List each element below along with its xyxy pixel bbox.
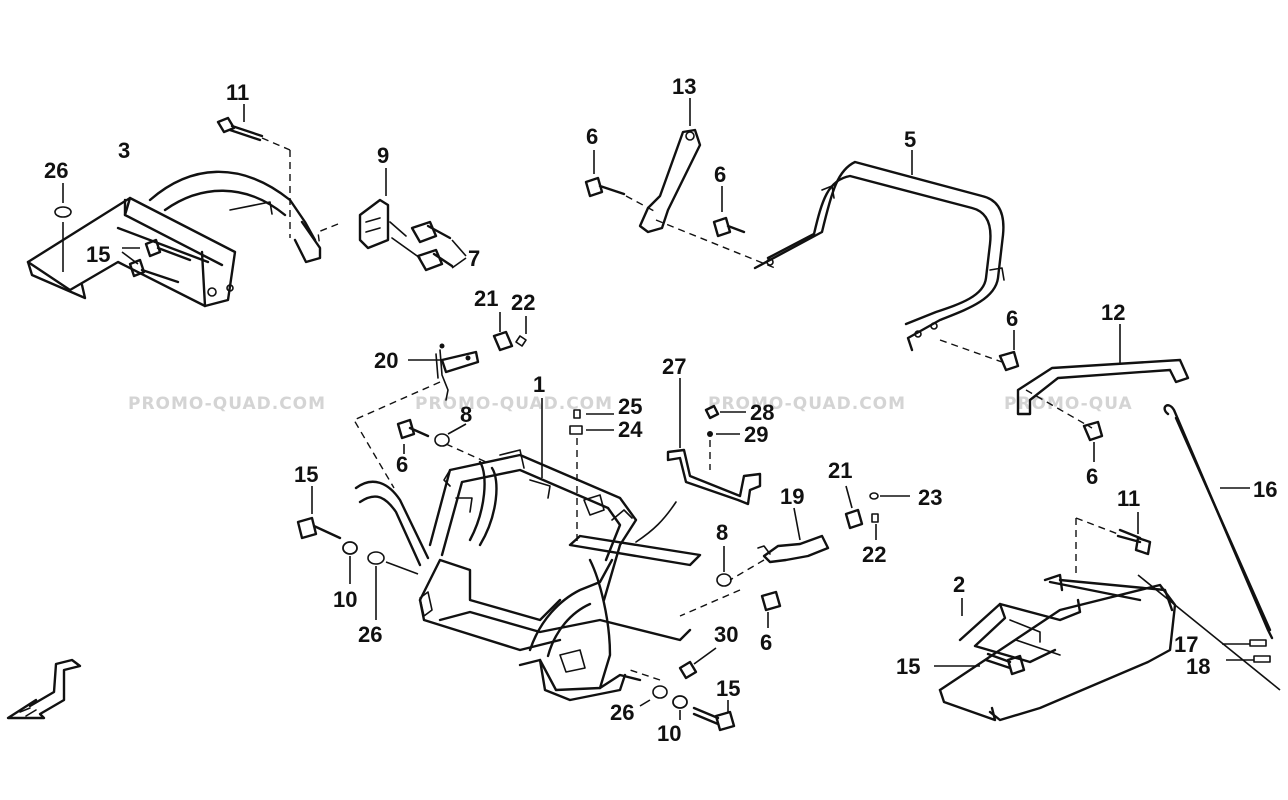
callout-26-b: 26	[358, 622, 382, 647]
parts-24-25	[569, 409, 614, 546]
parts-17-18	[1137, 574, 1281, 691]
watermark-3: PROMO-QUAD.COM	[708, 394, 906, 414]
part-1-main-frame	[354, 398, 702, 702]
part-9-bracket	[317, 168, 467, 272]
washer-8-bolt-6-lower	[679, 546, 782, 628]
front-direction-arrow	[6, 658, 82, 720]
callout-5: 5	[904, 127, 916, 152]
part-13-brace	[638, 98, 702, 234]
callout-28: 28	[750, 400, 774, 425]
callout-15-d: 15	[896, 654, 920, 679]
callout-7: 7	[468, 246, 480, 271]
bolt-6-right	[939, 330, 1020, 372]
bolt-11-right	[1075, 512, 1152, 556]
parts-21-22-upper	[492, 312, 527, 352]
callout-10-a: 10	[333, 587, 357, 612]
callout-8-b: 8	[716, 520, 728, 545]
part-16-rod	[1163, 404, 1274, 640]
callout-6-c: 6	[1006, 306, 1018, 331]
bolt-11-top	[216, 104, 291, 238]
callout-30: 30	[714, 622, 738, 647]
callout-6-f: 6	[760, 630, 772, 655]
callout-10-b: 10	[657, 721, 681, 746]
watermark-1: PROMO-QUAD.COM	[128, 394, 326, 414]
callout-29: 29	[744, 422, 768, 447]
callout-15-c: 15	[716, 676, 740, 701]
part-20-harness	[352, 343, 480, 489]
bolt-15-right	[934, 652, 1026, 676]
callout-8-a: 8	[460, 402, 472, 427]
callout-22-a: 22	[511, 290, 535, 315]
callout-6-e: 6	[396, 452, 408, 477]
callout-13: 13	[672, 74, 696, 99]
callout-21-b: 21	[828, 458, 852, 483]
watermark-4: PROMO-QUA	[1004, 394, 1133, 414]
callout-25: 25	[618, 394, 642, 419]
callout-1: 1	[533, 372, 545, 397]
callout-26-a: 26	[44, 158, 68, 183]
callout-12: 12	[1101, 300, 1125, 325]
callout-17: 17	[1174, 632, 1198, 657]
callout-9: 9	[377, 143, 389, 168]
callout-15-b: 15	[294, 462, 318, 487]
washer-26-top	[54, 206, 72, 218]
callout-18: 18	[1186, 654, 1210, 679]
parts-28-29	[704, 404, 746, 470]
callout-20: 20	[374, 348, 398, 373]
callout-26-c: 26	[610, 700, 634, 725]
callout-11-a: 11	[226, 80, 249, 105]
bolt-15-washers-left	[296, 486, 419, 620]
callout-2: 2	[953, 572, 965, 597]
callout-6-a: 6	[586, 124, 598, 149]
callout-11-b: 11	[1117, 486, 1140, 511]
parts-19-21-22-23	[729, 485, 910, 581]
part-3-front-carrier	[26, 170, 322, 308]
bolts-6-upper	[584, 150, 776, 269]
part-27-bracket	[635, 378, 762, 543]
bolts-15-top	[121, 238, 192, 284]
callout-3: 3	[118, 138, 130, 163]
callout-6-d: 6	[1086, 464, 1098, 489]
callout-15-a: 15	[86, 242, 110, 267]
callout-23: 23	[918, 485, 942, 510]
part-12-brace	[1016, 324, 1190, 462]
watermark-2: PROMO-QUAD.COM	[415, 394, 613, 414]
bolt-15-washers-lower	[629, 647, 736, 732]
callout-16: 16	[1253, 477, 1277, 502]
callout-24: 24	[618, 417, 643, 442]
bolt-6-washer-8-center	[396, 418, 487, 463]
callout-21-a: 21	[474, 286, 498, 311]
callout-22-b: 22	[862, 542, 886, 567]
part-2-rear-carrier	[938, 518, 1177, 722]
callout-19: 19	[780, 484, 804, 509]
callout-27: 27	[662, 354, 686, 379]
part-5-rear-bar	[753, 150, 1005, 352]
callout-6-b: 6	[714, 162, 726, 187]
